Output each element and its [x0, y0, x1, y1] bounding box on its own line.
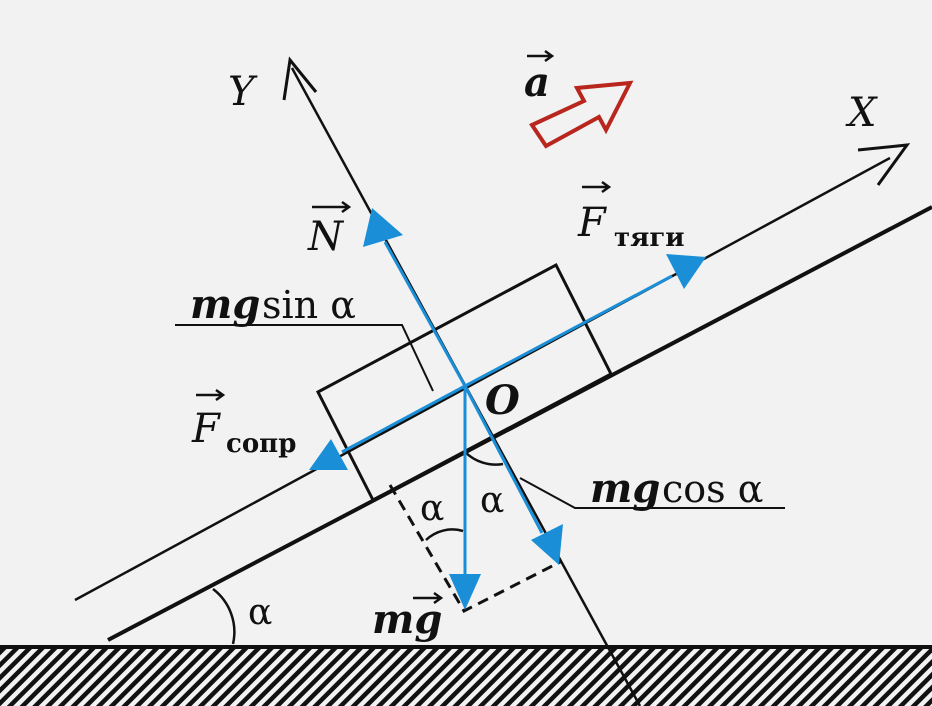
y-axis-label: Y — [228, 69, 258, 115]
gravity-label: mg — [372, 596, 442, 643]
mg-sin-leader — [175, 324, 434, 392]
y-axis-arrowhead — [282, 56, 318, 101]
angle-label-origin: α — [480, 480, 504, 521]
block — [315, 262, 614, 503]
x-axis-label: X — [845, 90, 878, 136]
origin-label: O — [485, 377, 520, 424]
force-mg-cos-arrow — [463, 385, 563, 565]
x-axis — [74, 156, 891, 602]
force-normal-arrow — [363, 208, 467, 387]
angle-arc-origin — [464, 451, 504, 466]
force-traction-arrow — [464, 254, 706, 388]
force-gravity-arrow — [449, 386, 481, 610]
angle-arc-bottom — [425, 528, 464, 541]
incline-angle-arc — [212, 588, 236, 645]
traction-force-label: F — [577, 200, 607, 246]
normal-force-label: N — [307, 214, 345, 260]
vector-marks — [196, 49, 612, 605]
mg-cos-leader — [519, 477, 785, 509]
resistance-subscript: сопр — [226, 429, 296, 459]
projection-dashed-lines — [388, 484, 563, 613]
traction-subscript: тяги — [614, 223, 685, 253]
mg-cos-label-rest: cos α — [662, 467, 763, 511]
angle-label-incline: α — [248, 592, 272, 633]
force-resistance-arrow — [309, 384, 466, 470]
resistance-force-label: F — [191, 406, 221, 452]
angle-label-bottom: α — [420, 488, 444, 529]
acceleration-arrow — [529, 80, 634, 149]
acceleration-label: a — [524, 59, 550, 106]
mg-cos-label-mg: mg — [590, 465, 660, 512]
x-axis-arrowhead — [857, 143, 911, 186]
mg-sin-label-mg: mg — [190, 281, 260, 328]
ground-hatch — [0, 648, 932, 706]
mg-sin-label-rest: sin α — [262, 283, 356, 327]
